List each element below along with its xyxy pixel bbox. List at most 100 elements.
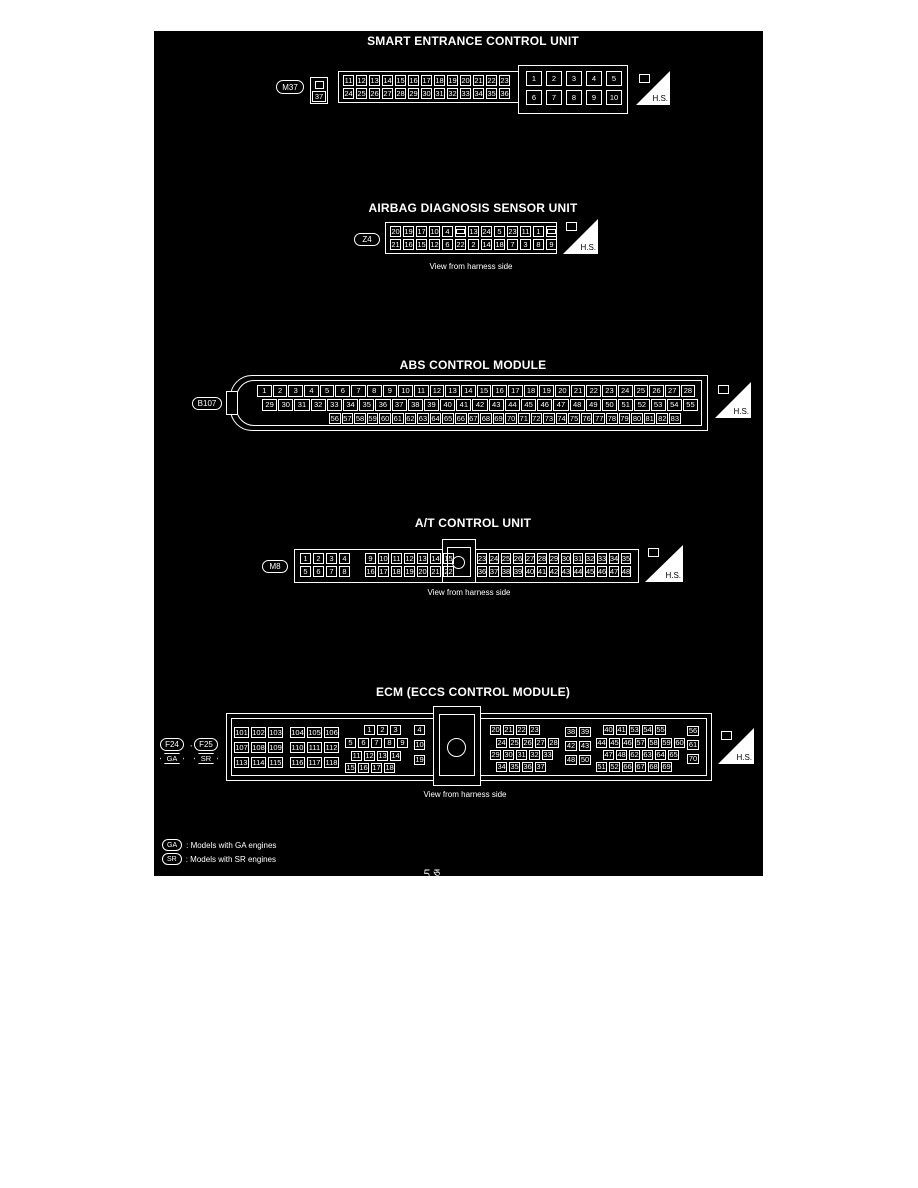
pin-20: 20: [555, 385, 570, 397]
ecm-engine-tag-sr: SR: [194, 753, 218, 764]
pin-22: 22: [586, 385, 602, 397]
pin-116: 116: [290, 757, 305, 768]
pin-19: 19: [447, 75, 458, 86]
pin-16: 16: [365, 566, 376, 577]
ecm-tag-f24: F24: [160, 738, 184, 751]
pin-32: 32: [585, 553, 595, 564]
pin-65: 65: [442, 413, 454, 424]
pin-9: 9: [365, 553, 376, 564]
pin-40: 40: [525, 566, 535, 577]
pin-48: 48: [565, 755, 577, 765]
pin-10: 10: [414, 740, 425, 750]
pin-40: 40: [440, 399, 456, 411]
pin-101: 101: [234, 727, 249, 738]
pin-1: 1: [364, 725, 375, 735]
pin-39: 39: [513, 566, 523, 577]
pin-82: 82: [656, 413, 669, 424]
airbag-harness-side-icon: H.S.: [563, 219, 598, 254]
pin-6: 6: [442, 239, 453, 250]
footer-mark: ད ཅ: [423, 868, 441, 876]
pin-106: 106: [324, 727, 339, 738]
pin-31: 31: [573, 553, 583, 564]
pin-26: 26: [513, 553, 523, 564]
pin-22: 22: [443, 566, 454, 577]
pin-2: 2: [546, 71, 562, 86]
pin-110: 110: [290, 742, 305, 753]
pin-47: 47: [609, 566, 619, 577]
pin-14: 14: [430, 553, 441, 564]
pin-118: 118: [324, 757, 339, 768]
pin-44: 44: [504, 399, 520, 411]
pin-gap: [352, 566, 363, 577]
smart-harness-side-icon: H.S.: [636, 71, 670, 105]
pin-53: 53: [650, 399, 666, 411]
pin-24: 24: [617, 385, 633, 397]
pin-15: 15: [476, 385, 492, 397]
at-connector-tag: M8: [262, 560, 288, 573]
pin-30: 30: [278, 399, 294, 411]
pin-21: 21: [570, 385, 586, 397]
pin-3: 3: [288, 385, 304, 397]
pin-21: 21: [430, 566, 441, 577]
pin-9: 9: [397, 738, 408, 748]
pin-28: 28: [395, 88, 406, 99]
pin-5: 5: [345, 738, 356, 748]
pin-38: 38: [407, 399, 423, 411]
pin-5: 5: [606, 71, 622, 86]
pin-52: 52: [609, 762, 620, 772]
pin-9: 9: [546, 239, 557, 250]
pin-37: 37: [489, 566, 499, 577]
pin-34: 34: [496, 762, 507, 772]
pin-68: 68: [480, 413, 492, 424]
pin-gap: [352, 553, 363, 564]
pin-43: 43: [488, 399, 504, 411]
pin-9: 9: [586, 90, 602, 105]
legend-ga-tag: GA: [162, 839, 183, 851]
pin-39: 39: [579, 727, 591, 737]
ecm-key-inner: [439, 714, 475, 776]
pin-11: 11: [413, 385, 429, 397]
pin-21: 21: [503, 725, 514, 735]
pin-54: 54: [642, 725, 653, 735]
pin-81: 81: [643, 413, 656, 424]
pin-5: 5: [300, 566, 311, 577]
pin-61: 61: [687, 740, 699, 750]
pin-25: 25: [633, 385, 649, 397]
pin-66: 66: [454, 413, 467, 424]
pin-15: 15: [345, 763, 356, 773]
pin-28: 28: [680, 385, 696, 397]
pin-19: 19: [414, 755, 425, 765]
pin-32: 32: [310, 399, 326, 411]
pin-70: 70: [687, 754, 699, 764]
pin-12: 12: [364, 751, 375, 761]
pin-8: 8: [533, 239, 544, 250]
pin-slot: [455, 226, 466, 237]
pin-48: 48: [621, 566, 631, 577]
pin-20: 20: [490, 725, 501, 735]
pin-36: 36: [375, 399, 391, 411]
pin-20: 20: [390, 226, 401, 237]
pin-80: 80: [631, 413, 643, 424]
pin-72: 72: [530, 413, 543, 424]
pin-34: 34: [342, 399, 359, 411]
pin-26: 26: [649, 385, 664, 397]
pin-24: 24: [489, 553, 499, 564]
pin-109: 109: [268, 742, 283, 753]
pin-15: 15: [395, 75, 406, 86]
pin-34: 34: [473, 88, 484, 99]
pin-32: 32: [447, 88, 458, 99]
pin-66: 66: [622, 762, 633, 772]
pin-8: 8: [366, 385, 382, 397]
pin-13: 13: [468, 226, 479, 237]
pin-23: 23: [499, 75, 510, 86]
pin-27: 27: [664, 385, 680, 397]
abs-harness-side-icon: H.S.: [715, 382, 751, 418]
